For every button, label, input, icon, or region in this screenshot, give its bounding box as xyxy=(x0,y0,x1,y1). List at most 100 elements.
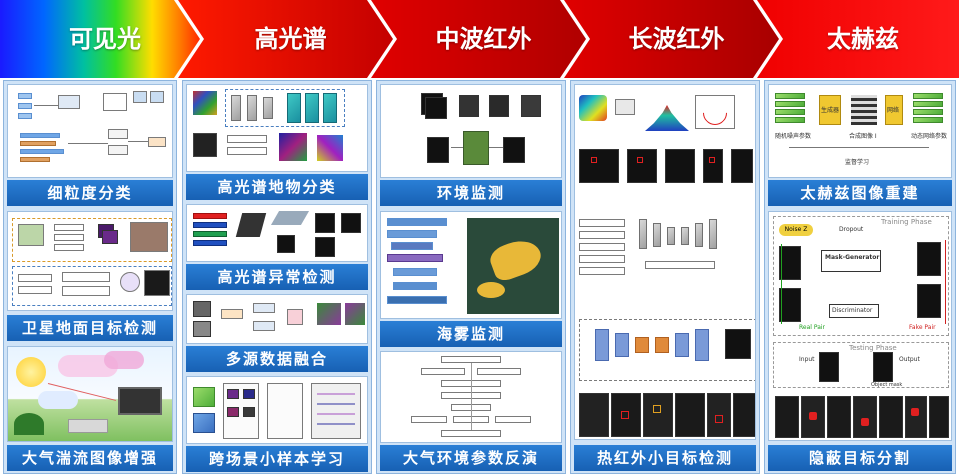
label-hsi-anomaly: 高光谱异常检测 xyxy=(186,264,368,290)
diagram-block xyxy=(62,286,110,296)
network-layer xyxy=(639,219,647,249)
noise-layer xyxy=(775,109,805,115)
diagram-block xyxy=(193,222,227,228)
diagram-block xyxy=(387,254,443,262)
noise-layer xyxy=(775,101,805,107)
network-layer xyxy=(263,97,273,119)
diagram-block xyxy=(133,91,147,103)
network-layer xyxy=(653,223,661,247)
diagram-block xyxy=(18,103,32,109)
label-fusion: 多源数据融合 xyxy=(186,346,368,372)
ir-image xyxy=(459,95,479,117)
thumb-turbulence xyxy=(7,346,173,442)
param-layer xyxy=(913,101,943,107)
column-lwir: 热红外小目标检测 xyxy=(570,80,760,474)
noise-badge: Noise Z xyxy=(779,224,813,236)
surface-plot xyxy=(579,95,607,121)
diagram-line xyxy=(945,240,946,324)
testing-phase-text: Testing Phase xyxy=(849,344,897,352)
thumb-atmos-retrieval xyxy=(380,351,562,443)
diagram-block xyxy=(18,93,32,99)
flow-step xyxy=(579,219,625,227)
flow-step xyxy=(421,368,465,375)
discriminator-block xyxy=(829,304,879,318)
network-layer xyxy=(695,329,709,361)
ir-frame xyxy=(579,149,619,183)
testing-phase-frame xyxy=(773,342,949,388)
mask-generator-block xyxy=(821,250,881,272)
diagram-dashed-frame xyxy=(12,266,172,306)
diagram-block xyxy=(20,149,64,154)
thumb-fusion xyxy=(186,294,368,344)
feature-map xyxy=(227,407,239,417)
ir-image xyxy=(425,97,447,119)
ir-frame xyxy=(665,149,695,183)
segmentation-result xyxy=(827,396,851,438)
thumb-satellite-detection xyxy=(7,211,173,311)
diagram-block xyxy=(387,296,447,304)
label-atmos-retrieval: 大气环境参数反演 xyxy=(380,445,562,471)
column-terahertz: 生成器 网络 随机噪声参数 合成图像 I 动态网络参数 监督学习 太赫兹图像重建… xyxy=(764,80,956,474)
diagram-line xyxy=(471,363,472,430)
ir-frame xyxy=(731,149,753,183)
network-layer xyxy=(287,93,301,123)
generator-block xyxy=(819,95,841,125)
ir-image xyxy=(521,95,541,117)
diagram-block xyxy=(253,321,275,331)
diagram-line xyxy=(489,147,503,148)
thumb-few-shot xyxy=(186,376,368,444)
detection-result xyxy=(341,213,361,233)
diagram-line xyxy=(128,141,148,142)
network-layer xyxy=(667,227,675,245)
diagram-block xyxy=(393,268,437,276)
network-layer xyxy=(681,227,689,245)
thumb-hsi-anomaly xyxy=(186,204,368,262)
supervised-text: 监督学习 xyxy=(845,159,870,166)
output-text: Output xyxy=(899,356,920,363)
fake-pair-text: Fake Pair xyxy=(909,324,936,331)
network-layer xyxy=(323,93,337,123)
flow-step xyxy=(645,261,715,269)
segmentation-result xyxy=(905,396,927,438)
fusion-result xyxy=(345,303,365,325)
diagram-block xyxy=(18,113,32,119)
diagram-block xyxy=(193,240,227,246)
synth-image xyxy=(851,95,877,125)
ir-frame xyxy=(627,149,657,183)
discriminator-text: Discriminator xyxy=(832,307,873,314)
diagram-line xyxy=(781,244,782,324)
synth-image-text: 合成图像 I xyxy=(849,133,877,140)
label-turbulence: 大气湍流图像增强 xyxy=(7,445,173,471)
band-lwir: 长波红外 xyxy=(564,0,779,78)
param-layer xyxy=(913,117,943,123)
diagram-line xyxy=(317,423,355,425)
diagram-block xyxy=(54,224,84,231)
noise-layer xyxy=(775,117,805,123)
target-box xyxy=(621,411,629,419)
diagram-line xyxy=(317,393,355,395)
ir-frame xyxy=(725,329,751,359)
flow-step xyxy=(579,255,625,263)
diagram-block xyxy=(54,244,84,251)
detection-result xyxy=(579,393,609,437)
column-mwir: 环境监测 海雾监测 大气环境参数反演 xyxy=(376,80,566,474)
band-terahertz-label: 太赫兹 xyxy=(827,25,899,53)
training-phase-text: Training Phase xyxy=(881,218,932,226)
diagram-block xyxy=(311,383,361,439)
diagram-dashed-frame xyxy=(579,319,755,381)
label-few-shot: 跨场景小样本学习 xyxy=(186,446,368,472)
source-image xyxy=(193,301,211,317)
label-hsi-classification: 高光谱地物分类 xyxy=(186,174,368,200)
sun-icon xyxy=(16,357,46,387)
thz-image xyxy=(819,352,839,382)
diagram-line xyxy=(317,413,355,415)
flow-step xyxy=(477,368,521,375)
flow-step xyxy=(441,356,501,363)
ir-frame xyxy=(703,149,723,183)
target-box xyxy=(637,157,643,163)
thumb-env-monitor xyxy=(380,84,562,178)
diagram-line xyxy=(34,105,58,106)
diagram-block xyxy=(227,147,267,155)
thumb-thz-seg: Training Phase Noise Z Dropout Mask-Gene… xyxy=(768,211,952,441)
object-mask xyxy=(809,412,817,420)
